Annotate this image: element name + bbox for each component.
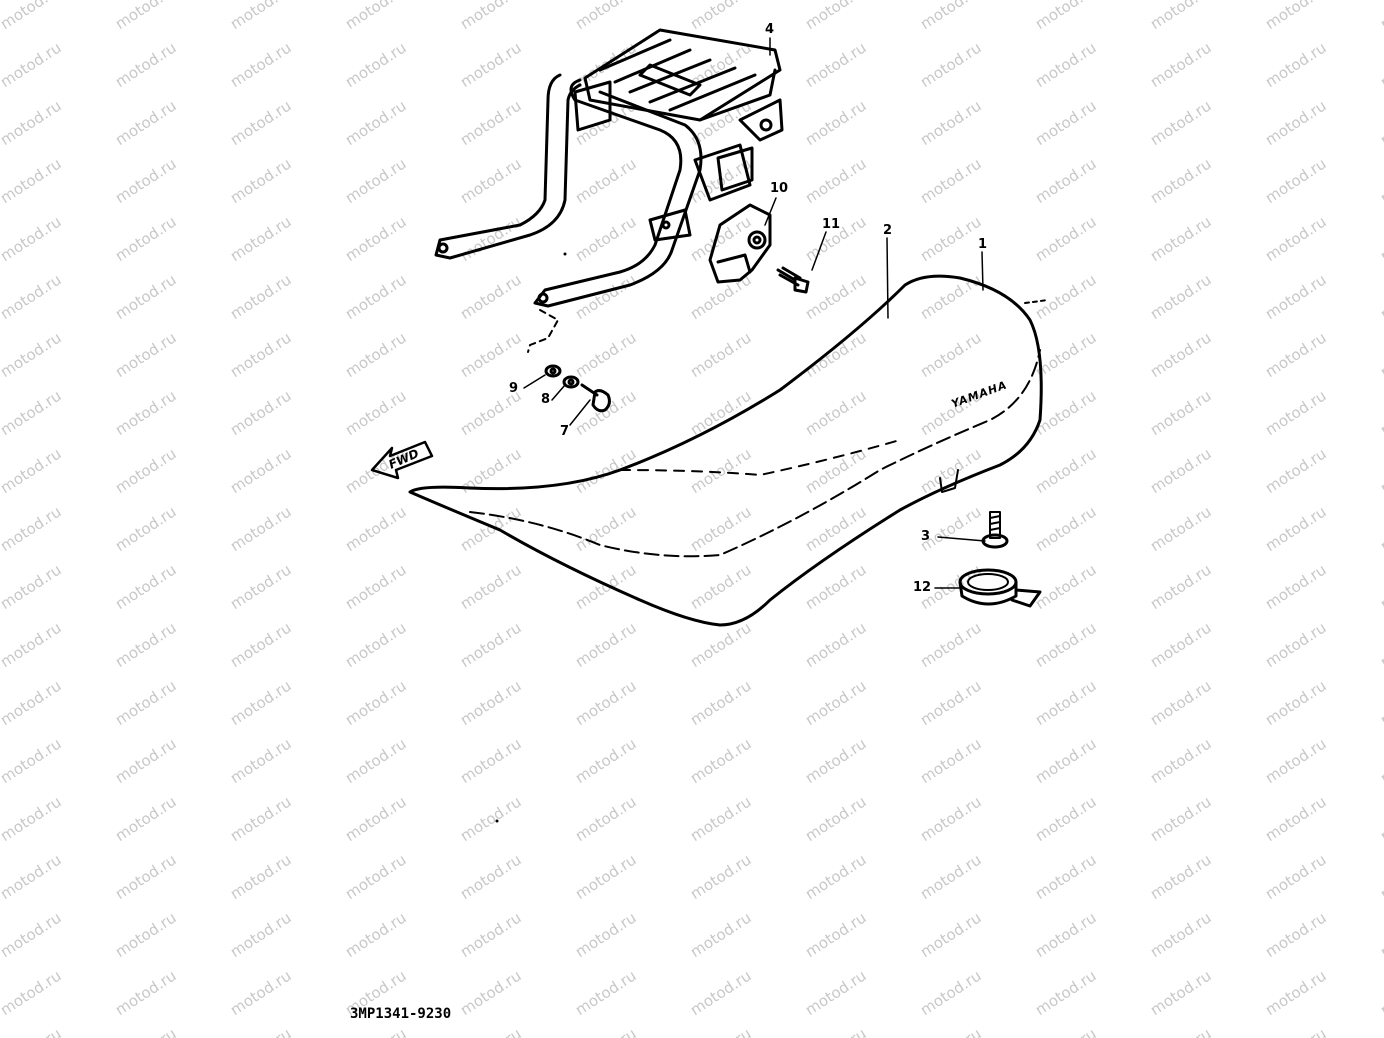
callout-4: 4 (765, 22, 775, 37)
callout-8: 8 (541, 392, 551, 407)
callout-3: 3 (921, 529, 931, 544)
callout-9: 9 (509, 381, 519, 396)
callout-2: 2 (883, 223, 893, 238)
forward-arrow-icon (370, 440, 434, 480)
callout-11: 11 (822, 217, 841, 232)
callout-12: 12 (913, 580, 932, 595)
seat-part-1 (408, 274, 1049, 627)
rear-carrier-part-4 (434, 28, 784, 353)
seat-hook-part-10 (708, 203, 772, 284)
callout-1: 1 (978, 237, 988, 252)
diagram-code: 3MP1341-9230 (350, 1006, 452, 1022)
fasteners-parts-7-8-9 (544, 364, 611, 413)
leader-lines (523, 37, 986, 589)
screw-part-11 (776, 266, 810, 294)
callout-7: 7 (560, 424, 570, 439)
band-part-12 (958, 568, 1042, 608)
callout-10: 10 (770, 181, 789, 196)
